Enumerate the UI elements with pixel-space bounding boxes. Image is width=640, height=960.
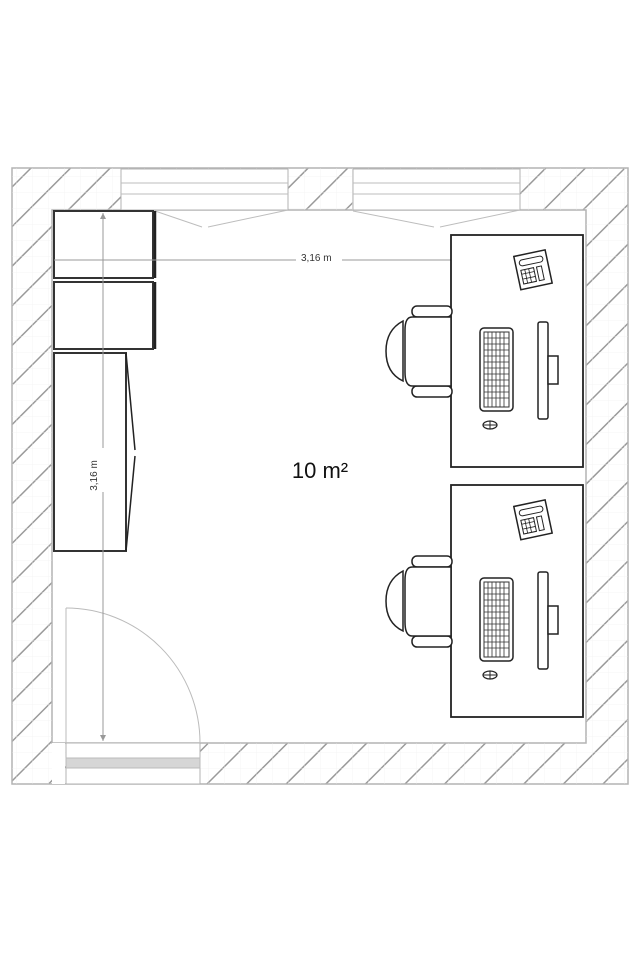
height-dimension-label: 3,16 m bbox=[88, 457, 100, 494]
cabinet-middle bbox=[53, 281, 157, 350]
keyboard-icon bbox=[479, 577, 514, 662]
mouse-icon bbox=[482, 420, 498, 430]
chair-icon bbox=[385, 305, 453, 398]
wardrobe bbox=[53, 352, 136, 552]
width-dimension-label: 3,16 m bbox=[298, 253, 335, 264]
monitor-icon bbox=[537, 321, 559, 420]
room-area-label: 10 m² bbox=[291, 458, 349, 483]
phone-icon bbox=[512, 248, 554, 291]
desk-1 bbox=[385, 234, 584, 468]
mouse-icon bbox=[482, 670, 498, 680]
desk-2 bbox=[385, 484, 584, 718]
phone-icon bbox=[512, 498, 554, 541]
chair-icon bbox=[385, 555, 453, 648]
window-left bbox=[120, 168, 289, 228]
cabinet-top bbox=[53, 210, 157, 279]
keyboard-icon bbox=[479, 327, 514, 412]
door bbox=[52, 607, 201, 785]
window-right bbox=[352, 168, 521, 228]
monitor-icon bbox=[537, 571, 559, 670]
